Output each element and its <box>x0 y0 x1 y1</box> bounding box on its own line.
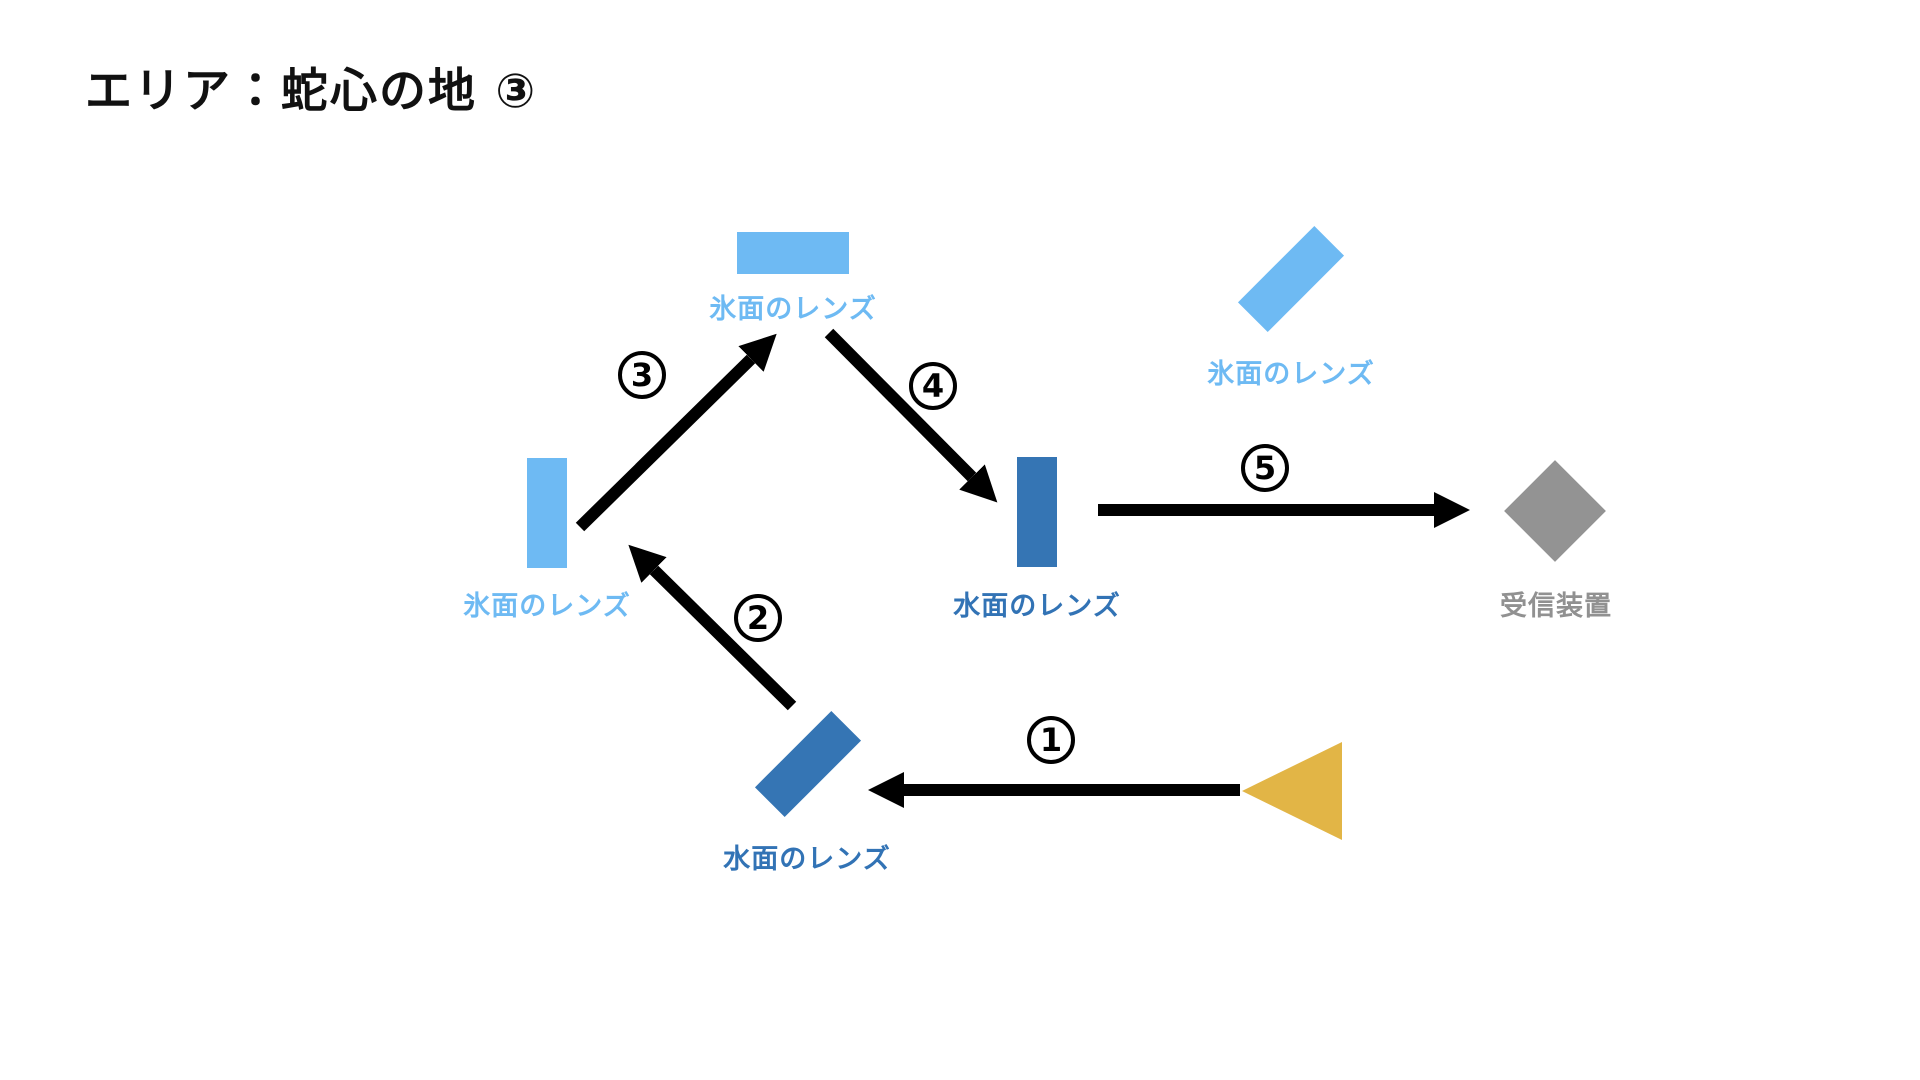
step-badge-4: 4 <box>909 362 957 410</box>
water-lens-bottom-label: 水面のレンズ <box>723 844 891 875</box>
receiver-shape <box>1504 460 1606 562</box>
step-badge-2: 2 <box>734 594 782 642</box>
ice-lens-top-shape <box>737 232 849 274</box>
step-badge-3: 3 <box>618 351 666 399</box>
page-title: エリア：蛇心の地 ③ <box>85 64 538 119</box>
ice-lens-topright-label: 氷面のレンズ <box>1207 359 1375 390</box>
emitter-triangle <box>1242 742 1342 840</box>
arrow-step-2 <box>628 544 797 711</box>
water-lens-center-label: 水面のレンズ <box>953 591 1121 622</box>
water-lens-center-shape <box>1017 457 1057 567</box>
arrow-step-3 <box>575 333 777 532</box>
ice-lens-top-label: 氷面のレンズ <box>709 294 877 325</box>
step-badge-1: 1 <box>1027 716 1075 764</box>
ice-lens-topright-shape <box>1237 225 1345 333</box>
ice-lens-left-label: 氷面のレンズ <box>463 591 631 622</box>
water-lens-bottom-shape <box>754 710 862 818</box>
receiver-label: 受信装置 <box>1500 591 1612 622</box>
arrow-step-4 <box>824 328 998 503</box>
ice-lens-left-shape <box>527 458 567 568</box>
step-badge-5: 5 <box>1241 444 1289 492</box>
